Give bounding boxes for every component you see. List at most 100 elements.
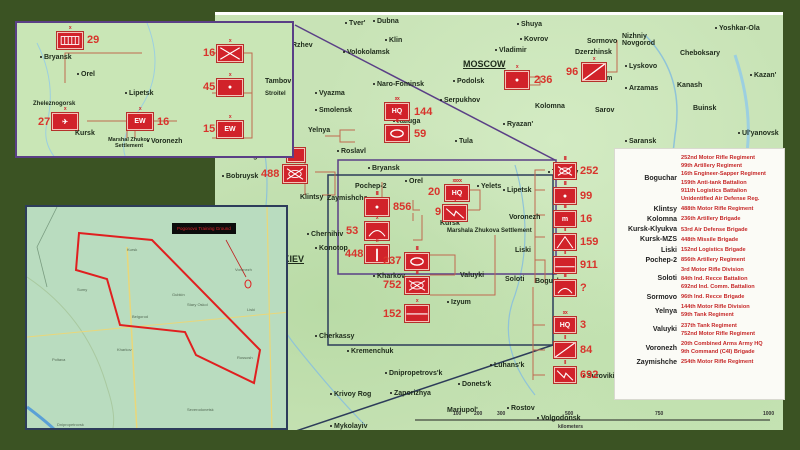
unit-45-artillery[interactable]: x● [216,73,244,97]
unit-number: 159 [580,236,599,248]
unit-16-motor-rifle[interactable]: x [216,39,244,63]
unit-legend: Boguchar 252nd Motor Rifle Regiment 99th… [614,148,785,400]
city-chernihiv: Chernihiv [307,231,343,238]
scale-tick: 500 [565,411,574,417]
training-area-polygon [74,231,262,385]
inset-city-marshal-zhukov: Marshal Zhukov Settlement [108,137,150,149]
legend-unit: 488th Motor Rifle Regiment [681,206,754,213]
city-kazan: Kazan' [750,72,776,79]
unit-number: 237 [383,255,402,267]
scale-tick: 100 [453,411,462,417]
unit-448-missile[interactable]: x [364,239,390,264]
unit-53-air-defense[interactable]: x [364,216,390,241]
unit-27-aviation[interactable]: x✈ [51,107,79,131]
legend-unit: 448th Missile Brigade [681,236,739,243]
city-dzerzhinsk: Dzerzhinsk [575,49,612,56]
unit-number: 53 [346,225,359,237]
legend-unit: 911th Logistics Battalion [681,187,747,194]
unit-159-anti-tank[interactable]: II [553,228,577,251]
city-mykolayiv: Mykolayiv [330,423,367,430]
city-ulyanovsk: Ul'yanovsk [738,130,779,137]
legend-location: Liski [661,246,677,254]
unit-752-motor-rifle[interactable]: III [404,271,430,295]
city-kovrov: Kovrov [520,36,548,43]
unit-number: 96 [566,66,579,78]
city-kursk: Kursk [440,220,460,227]
city-volgodonsk: Volgodonsk [537,415,581,422]
inset-city: Severodonetsk [187,407,214,412]
unit-number: 59 [414,128,427,140]
unit-unknown-air-defense[interactable]: III [553,274,577,297]
unit-252-motor-rifle[interactable]: III [553,157,577,180]
inset-city: Liski [247,307,256,312]
inset-city: Poltava [52,357,66,362]
unit-number: 84 [580,344,593,356]
unit-488-motor-rifle[interactable]: III [282,159,308,184]
unit-84-recon[interactable]: II [553,336,577,359]
unit-911-logistics[interactable]: II [553,251,577,274]
city-sormovo: Sormovo [587,38,618,45]
city-lipetsk: Lipetsk [503,187,532,194]
unit-236-artillery[interactable]: x● [504,65,530,90]
unit-856-artillery[interactable]: III● [364,192,390,217]
city-shuya: Shuya [517,21,542,28]
city-kaluga: Kaluga [393,118,420,125]
city-donetsk: Donets'k [458,381,491,388]
unit-number: 152 [383,308,402,320]
city-kharkov: Kharkov [373,273,405,280]
inset-city-tambov: Tambov [265,78,292,85]
unit-number: 20 [428,186,441,198]
unit-152-logistics[interactable]: x [404,299,430,323]
unit-237-armor[interactable]: III [404,247,430,271]
inset-city-voronezh: Voronezh [147,138,182,145]
city-valuyki: Valuyki [460,272,485,279]
unit-29-rocket-artillery[interactable]: x [56,26,84,50]
unit-9-signal[interactable]: x [442,199,468,222]
legend-unit: 16th Engineer-Sapper Regiment [681,171,766,178]
unit-99-artillery[interactable]: III● [553,182,577,205]
city-boguchar: Boguchar [535,278,568,285]
legend-location: Kursk-MZS [640,236,677,244]
legend-location: Pochep-2 [645,256,677,264]
legend-unit: 53rd Air Defense Brigade [681,226,748,233]
inset-city: Rossosh [237,355,253,360]
legend-unit: 96th Ind. Recce Brigade [681,294,745,301]
legend-location: Kolomna [647,216,677,224]
city-zaporizhya: Zaporizhya [390,390,431,397]
city-lyskovo: Lyskovo [625,63,657,70]
inset-city: Stary Oskol [187,302,208,307]
legend-unit: 692nd Ind. Comm. Battalion [681,283,755,290]
inset-city-orel: Orel [77,71,95,78]
legend-row: Kursk-MZS 448th Missile Brigade [619,236,780,244]
city-yoshkar-ola: Yoshkar-Ola [715,25,760,32]
unit-number: 448 [345,248,364,260]
city-serpukhov: Serpukhov [440,97,480,104]
legend-unit: 20th Combined Arms Army HQ [681,341,763,348]
legend-unit: 254th Motor Rifle Regiment [681,359,754,366]
legend-unit: 99th Artillery Regiment [681,163,743,170]
inset-city: Kursk [127,247,138,252]
inset-map-pogonovo[interactable]: Pogonovo Training Ground Kursk Belgorod … [25,205,288,430]
inset-city-bryansk: Bryansk [40,54,72,61]
legend-unit: 237th Tank Regiment [681,322,737,329]
unit-96-recon[interactable]: x [581,57,607,82]
inset-city-lipetsk: Lipetsk [125,90,154,97]
unit-number: 9 [435,206,442,218]
city-kiev: KIEV [283,254,305,264]
unit-59-armor[interactable]: III [384,119,410,143]
unit-692-signal[interactable]: II [553,361,577,384]
city-sarov: Sarov [595,107,615,114]
unit-number: 29 [87,34,100,46]
city-saransk: Saransk [625,138,656,145]
city-cheboksary: Cheboksary [680,50,721,57]
